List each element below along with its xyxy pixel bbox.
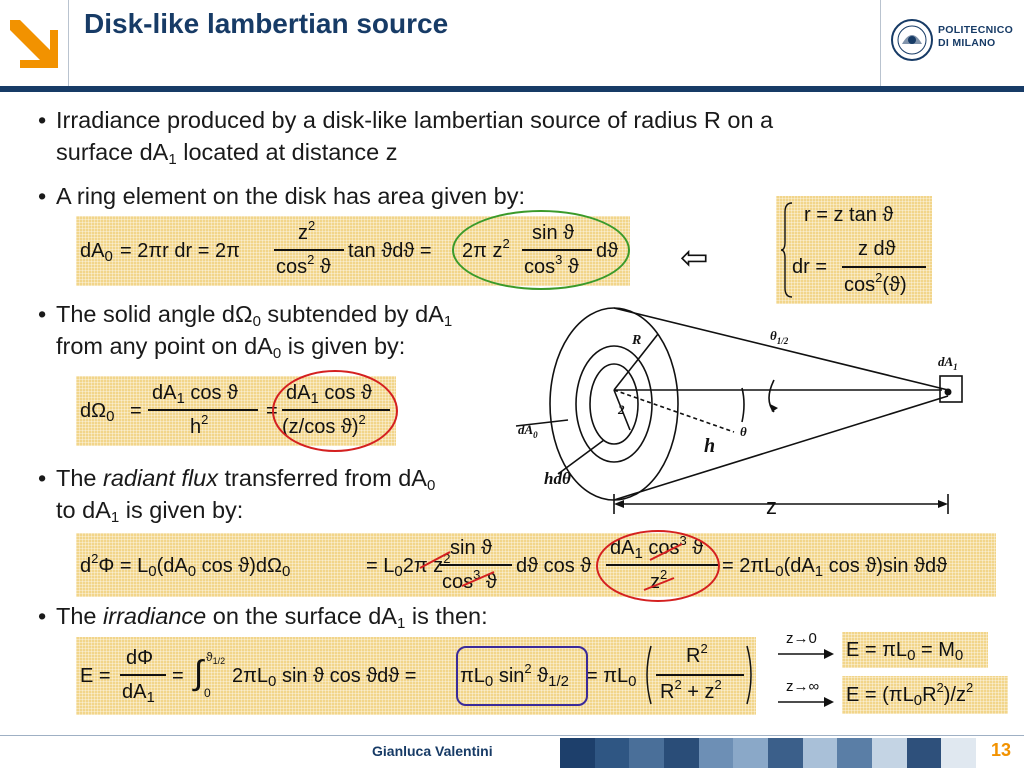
ring-outer [575,345,653,463]
theta-arc [741,387,745,423]
footer-color-strip [560,738,977,768]
slide-header: Disk-like lambertian source POLITECNICO … [0,0,1024,92]
curly-brace-icon [780,202,793,298]
arrow-logo [0,0,68,86]
institution-line-1: POLITECNICO [938,24,1014,36]
institution-logo: POLITECNICO DI MILANO [888,14,1024,74]
limit-far-formula: E = (πL0R2)/z2 [842,676,1008,714]
limit-near-formula: E = πL0 = M0 [842,632,988,668]
ray-dashed-line [613,389,735,433]
limit-near-condition: z→0 [786,630,817,647]
highlight-oval-green [452,210,630,290]
label-theta: θ [740,424,747,439]
label-z: z [766,494,777,514]
bullet-intro-line2: surface dA1 located at distance z [56,139,398,168]
author-name: Gianluca Valentini [372,743,493,759]
header-divider-left [68,0,69,86]
seal-icon [891,19,933,61]
limit-far-arrow-icon [778,697,834,707]
irradiance-formula: E = dΦ dA1 = ∫ ϑ1/2 0 2πL0 sin ϑ cos ϑdϑ… [76,637,756,715]
label-h: h [704,435,715,457]
limit-far-condition: z→∞ [786,678,820,695]
highlight-box-purple [456,646,588,706]
down-right-arrow-icon [10,20,58,68]
cone-top-line [613,307,949,391]
dA0-pointer-line [515,419,569,427]
ring-pointer-line [557,439,605,475]
target-point-icon [944,388,952,396]
right-paren-icon [746,645,752,705]
radius-line [613,333,659,391]
ring-inner [589,363,639,445]
label-theta-half: θ1/2 [770,328,789,346]
page-number: 13 [990,740,1012,760]
bullet-radiant-flux: • The radiant flux transferred from dA0 … [38,462,436,526]
cancel-strokes-right [643,543,683,591]
label-R: R [631,333,641,348]
label-2: 2 [617,402,625,417]
bullet-dot: • [38,183,47,209]
bullet-solid-angle: • The solid angle dΩ0 subtended by dA1 f… [38,298,453,362]
bullet-solid-angle-line1: The solid angle dΩ0 subtended by dA1 [56,301,453,330]
slide-title: Disk-like lambertian source [84,8,449,39]
left-arrow-icon: ⇦ [680,239,709,277]
label-dA1: dA1 [938,354,958,372]
label-ring-width: hdθ [544,469,571,488]
bullet-solid-angle-line2: from any point on dA0 is given by: [56,333,406,362]
substitution-formula: r = z tan ϑ dr = z dϑ cos2(ϑ) [776,196,932,304]
bullet-ring-area: • A ring element on the disk has area gi… [38,180,525,212]
z-arrow-right-icon [938,500,948,508]
bullet-intro-line1: Irradiance produced by a disk-like lambe… [56,107,774,133]
highlight-oval-red-flux [596,530,720,602]
bullet-dot: • [38,603,47,629]
bullet-radiant-flux-line2: to dA1 is given by: [56,497,244,526]
cone-bottom-line [613,395,949,501]
radiant-flux-formula: d2Φ = L0(dA0 cos ϑ)dΩ0 = L02π z2 sin ϑ c… [76,533,996,597]
institution-name: POLITECNICO DI MILANO [938,24,1013,50]
footer-line [0,735,1024,736]
left-paren-icon [646,645,652,705]
z-arrow-left-icon [614,500,624,508]
theta-half-arrow-icon [770,404,778,412]
header-bar [0,86,1024,92]
bullet-irradiance: • The irradiance on the surface dA1 is t… [38,600,488,632]
disk-geometry-figure: θ1/2 R dA1 θ dA0 h hdθ 2 z [515,307,963,514]
highlight-oval-red [272,370,398,452]
institution-line-2: DI MILANO [938,37,996,49]
target-element-box [939,375,963,403]
bullet-dot: • [38,301,47,327]
label-dA0: dA0 [518,422,538,440]
header-divider-right [880,0,881,86]
bullet-dot: • [38,465,47,491]
ring-radius-line [613,389,631,431]
bullet-radiant-flux-line1: The radiant flux transferred from dA0 [56,465,436,494]
bullet-intro: • Irradiance produced by a disk-like lam… [38,104,774,168]
bullet-dot: • [38,107,47,133]
limit-near-arrow-icon [778,649,834,659]
cancel-strokes-left [419,551,495,587]
